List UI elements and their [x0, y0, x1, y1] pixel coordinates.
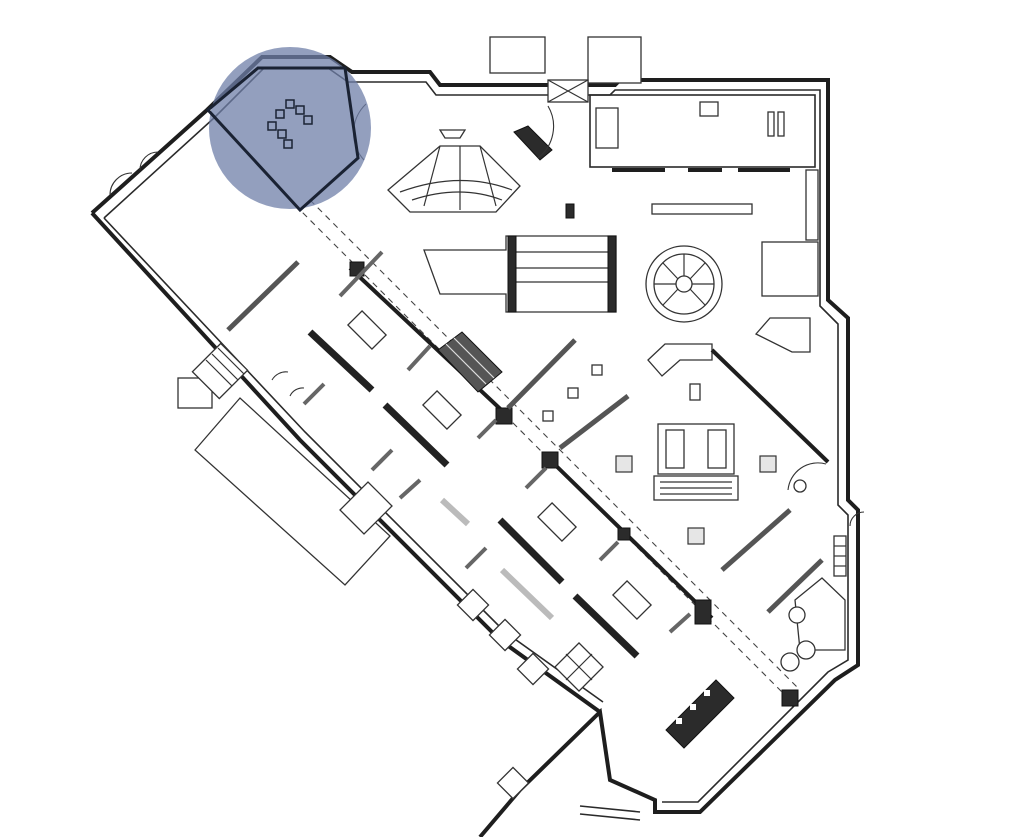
bottom-display-case [665, 679, 735, 749]
seating-cluster [267, 99, 313, 149]
highlight-circle [209, 47, 371, 209]
central-stair-block [437, 331, 503, 393]
annex-stairs [191, 342, 249, 400]
left-gallery [226, 250, 692, 659]
fan-auditorium [387, 129, 521, 213]
spiral-stair [645, 245, 723, 323]
entrance-annex [177, 342, 393, 586]
right-hall [506, 338, 830, 614]
bottom-area [456, 588, 735, 821]
left-doors [109, 151, 305, 397]
diagonal-spine [294, 199, 801, 707]
roof-boxes [489, 36, 642, 84]
top-right-offices [547, 79, 819, 353]
central-pavilion [653, 423, 739, 501]
exhibit-block [423, 235, 617, 313]
lower-right-rooms [780, 511, 865, 672]
highlighted-room [205, 47, 371, 213]
